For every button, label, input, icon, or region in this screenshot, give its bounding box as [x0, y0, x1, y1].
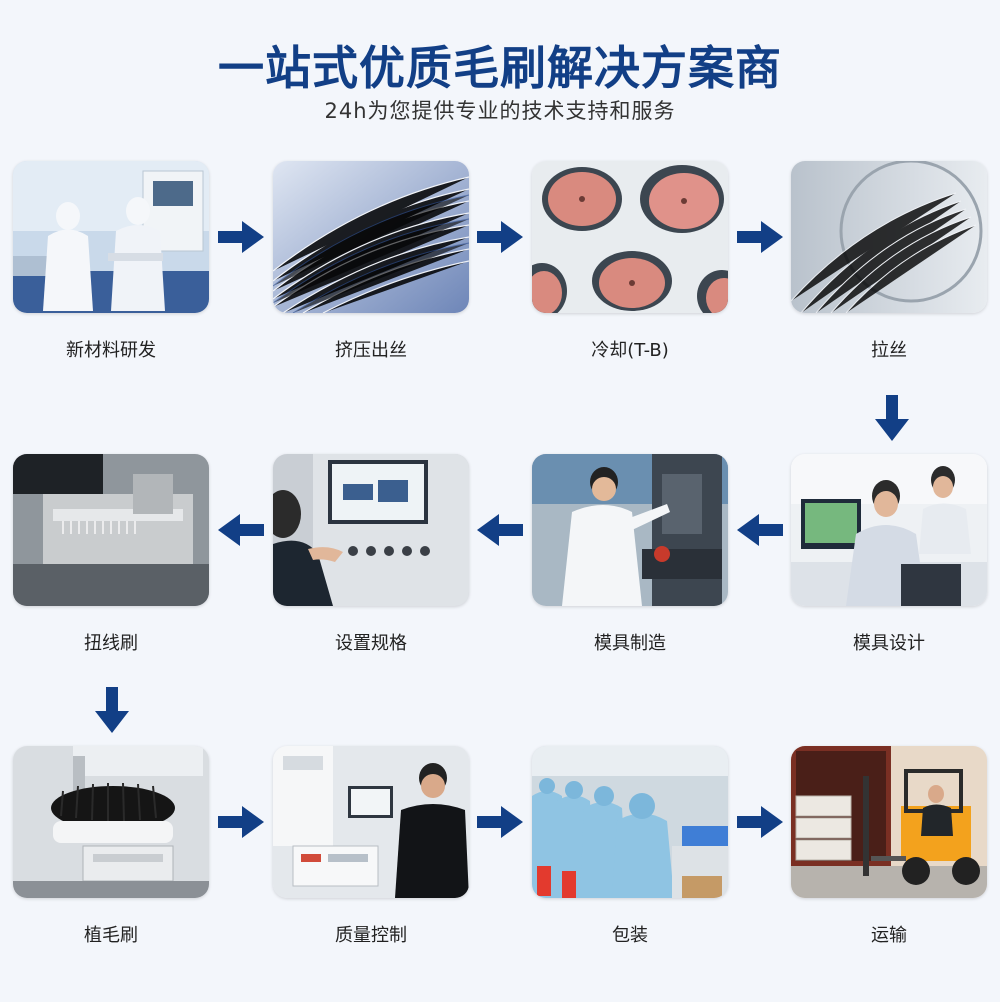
flow-arrow-right	[737, 221, 783, 253]
step-photo-packing-line	[532, 746, 728, 898]
step-photo-inspection	[273, 746, 469, 898]
step-packaging: 包装	[532, 746, 728, 946]
step-tufted-brush: 植毛刷	[13, 746, 209, 946]
flow-arrow-left	[218, 514, 264, 546]
step-cooling: 冷却(T-B)	[532, 161, 728, 361]
step-label: 挤压出丝	[335, 340, 407, 361]
step-photo-design-office	[791, 454, 987, 606]
step-label: 植毛刷	[84, 925, 138, 946]
page-title: 一站式优质毛刷解决方案商	[218, 41, 782, 95]
step-photo-drawing	[791, 161, 987, 313]
step-photo-lab	[13, 161, 209, 313]
step-drawing: 拉丝	[791, 161, 987, 361]
flow-arrow-right	[477, 806, 523, 838]
step-label: 模具制造	[594, 633, 666, 654]
flow-arrow-down	[95, 687, 129, 733]
step-label: 包装	[612, 925, 648, 946]
step-new-material-rd: 新材料研发	[13, 161, 209, 361]
step-label: 扭线刷	[84, 633, 138, 654]
step-photo-tufting	[13, 746, 209, 898]
step-mold-design: 模具设计	[791, 454, 987, 654]
step-label: 拉丝	[871, 340, 907, 361]
step-quality-control: 质量控制	[273, 746, 469, 946]
flow-arrow-right	[737, 806, 783, 838]
flow-arrow-right	[477, 221, 523, 253]
step-label: 设置规格	[335, 633, 407, 654]
step-extrusion: 挤压出丝	[273, 161, 469, 361]
step-photo-filaments	[273, 161, 469, 313]
flow-arrow-right	[218, 221, 264, 253]
step-label: 模具设计	[853, 633, 925, 654]
step-twisted-wire-brush: 扭线刷	[13, 454, 209, 654]
step-transport: 运输	[791, 746, 987, 946]
step-label: 运输	[871, 925, 907, 946]
step-set-specifications: 设置规格	[273, 454, 469, 654]
step-mold-manufacturing: 模具制造	[532, 454, 728, 654]
flow-arrow-left	[737, 514, 783, 546]
flow-arrow-down	[875, 395, 909, 441]
step-photo-forklift	[791, 746, 987, 898]
flow-arrow-left	[477, 514, 523, 546]
flow-arrow-right	[218, 806, 264, 838]
step-label: 质量控制	[335, 925, 407, 946]
step-label: 新材料研发	[66, 340, 156, 361]
step-photo-twist-machine	[13, 454, 209, 606]
step-photo-control-panel	[273, 454, 469, 606]
step-photo-milling	[532, 454, 728, 606]
page-subtitle: 24h为您提供专业的技术支持和服务	[324, 99, 676, 123]
step-photo-spools	[532, 161, 728, 313]
step-label: 冷却(T-B)	[591, 340, 669, 361]
